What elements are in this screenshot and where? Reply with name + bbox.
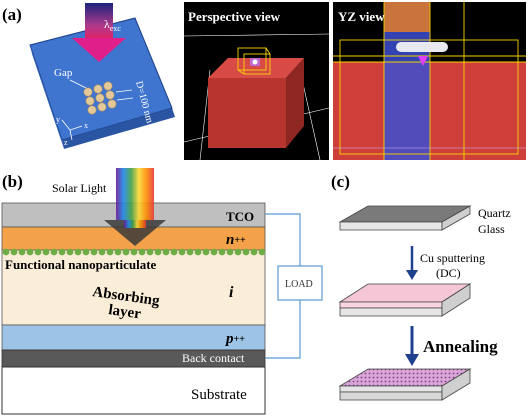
- axis-y-label: y: [56, 115, 60, 124]
- nanoparticle: [58, 248, 66, 256]
- nanoparticle: [18, 248, 26, 256]
- nanoparticle: [82, 248, 90, 256]
- annealing-label: Annealing: [423, 337, 498, 356]
- lambda-label: λexc: [104, 17, 121, 33]
- nanoparticle: [218, 248, 226, 256]
- nanoparticle: [162, 248, 170, 256]
- absorbing-layer: [1, 249, 266, 326]
- perspective-view-title: Perspective view: [188, 9, 281, 24]
- nanoparticle: [106, 248, 114, 256]
- functional-np-label: Functional nanoparticulate: [5, 257, 157, 272]
- nanoparticle: [154, 248, 162, 256]
- nanoparticle: [258, 248, 266, 256]
- nanoparticle: [242, 248, 250, 256]
- nanoparticle: [234, 248, 242, 256]
- back-contact-label: Back contact: [182, 351, 245, 365]
- nanoparticle: [66, 248, 74, 256]
- nanoparticle: [250, 248, 258, 256]
- nanoparticle: [146, 248, 154, 256]
- solar-beam: [104, 168, 166, 246]
- gap-pointer: [69, 79, 87, 89]
- substrate-label: Substrate: [191, 387, 247, 403]
- panel-b: (b) Solar Light TCO n++ Functional nanop…: [1, 168, 323, 415]
- layer-label: layer: [107, 302, 142, 322]
- nanoparticle: [2, 248, 10, 256]
- panel-a: (a) λexc Gap D=100 nm: [2, 2, 526, 161]
- nanoparticle: [170, 248, 178, 256]
- panel-c: (c) Quartz Glass Cu sputtering (DC) Ann: [331, 172, 511, 401]
- annealed-slab: [338, 368, 472, 401]
- dc-label: (DC): [436, 266, 461, 280]
- step-arrow-2: [405, 326, 419, 366]
- nanoparticle: [202, 248, 210, 256]
- solar-light-label: Solar Light: [52, 181, 107, 195]
- axes-triad: [61, 119, 83, 141]
- panel-c-label: (c): [331, 172, 350, 191]
- perspective-view: [183, 2, 330, 161]
- tco-label: TCO: [226, 209, 254, 224]
- p-layer: [1, 324, 266, 351]
- nanoparticle: [10, 248, 18, 256]
- load-label: LOAD: [285, 279, 313, 290]
- substrate-3d: [29, 17, 175, 149]
- nanoparticle: [98, 248, 106, 256]
- axis-x-label: x: [84, 121, 88, 130]
- nanoparticle: [50, 248, 58, 256]
- p-layer-label: p++: [224, 331, 245, 347]
- cu-sputtering-label: Cu sputtering: [420, 251, 485, 265]
- nanoparticle: [210, 248, 218, 256]
- yz-view-title: YZ view: [338, 9, 385, 24]
- nanoparticle: [226, 248, 234, 256]
- excitation-arrow: [72, 3, 126, 62]
- nanoparticle: [74, 248, 82, 256]
- nanoparticle: [114, 248, 122, 256]
- yz-view: [333, 2, 526, 160]
- substrate-layer: [1, 366, 266, 415]
- nanodisk-array: [83, 81, 117, 115]
- load-circuit: [265, 213, 301, 359]
- glass-label: Glass: [478, 222, 505, 236]
- axis-z-label: z: [64, 138, 68, 147]
- n-layer-label: n++: [226, 232, 246, 248]
- nanoparticle: [26, 248, 34, 256]
- nanoparticle: [194, 248, 202, 256]
- nanoparticle: [138, 248, 146, 256]
- nanoparticle: [130, 248, 138, 256]
- nanoparticle: [186, 248, 194, 256]
- nanoparticle-row: [2, 248, 266, 256]
- nanoparticle: [34, 248, 42, 256]
- i-layer-label: i: [229, 284, 234, 301]
- nanoparticle: [42, 248, 50, 256]
- panel-a-label: (a): [2, 5, 22, 24]
- load-box: [277, 265, 323, 301]
- quartz-label: Quartz: [478, 206, 511, 220]
- quartz-glass-slab: [338, 205, 472, 231]
- cu-coated-slab: [338, 283, 472, 317]
- diameter-marker: [115, 89, 134, 101]
- nanoparticle: [122, 248, 130, 256]
- step-arrow-1: [406, 246, 418, 280]
- gap-label: Gap: [54, 67, 73, 79]
- panel-b-label: (b): [2, 172, 23, 191]
- nanoparticle: [178, 248, 186, 256]
- nanoparticle: [90, 248, 98, 256]
